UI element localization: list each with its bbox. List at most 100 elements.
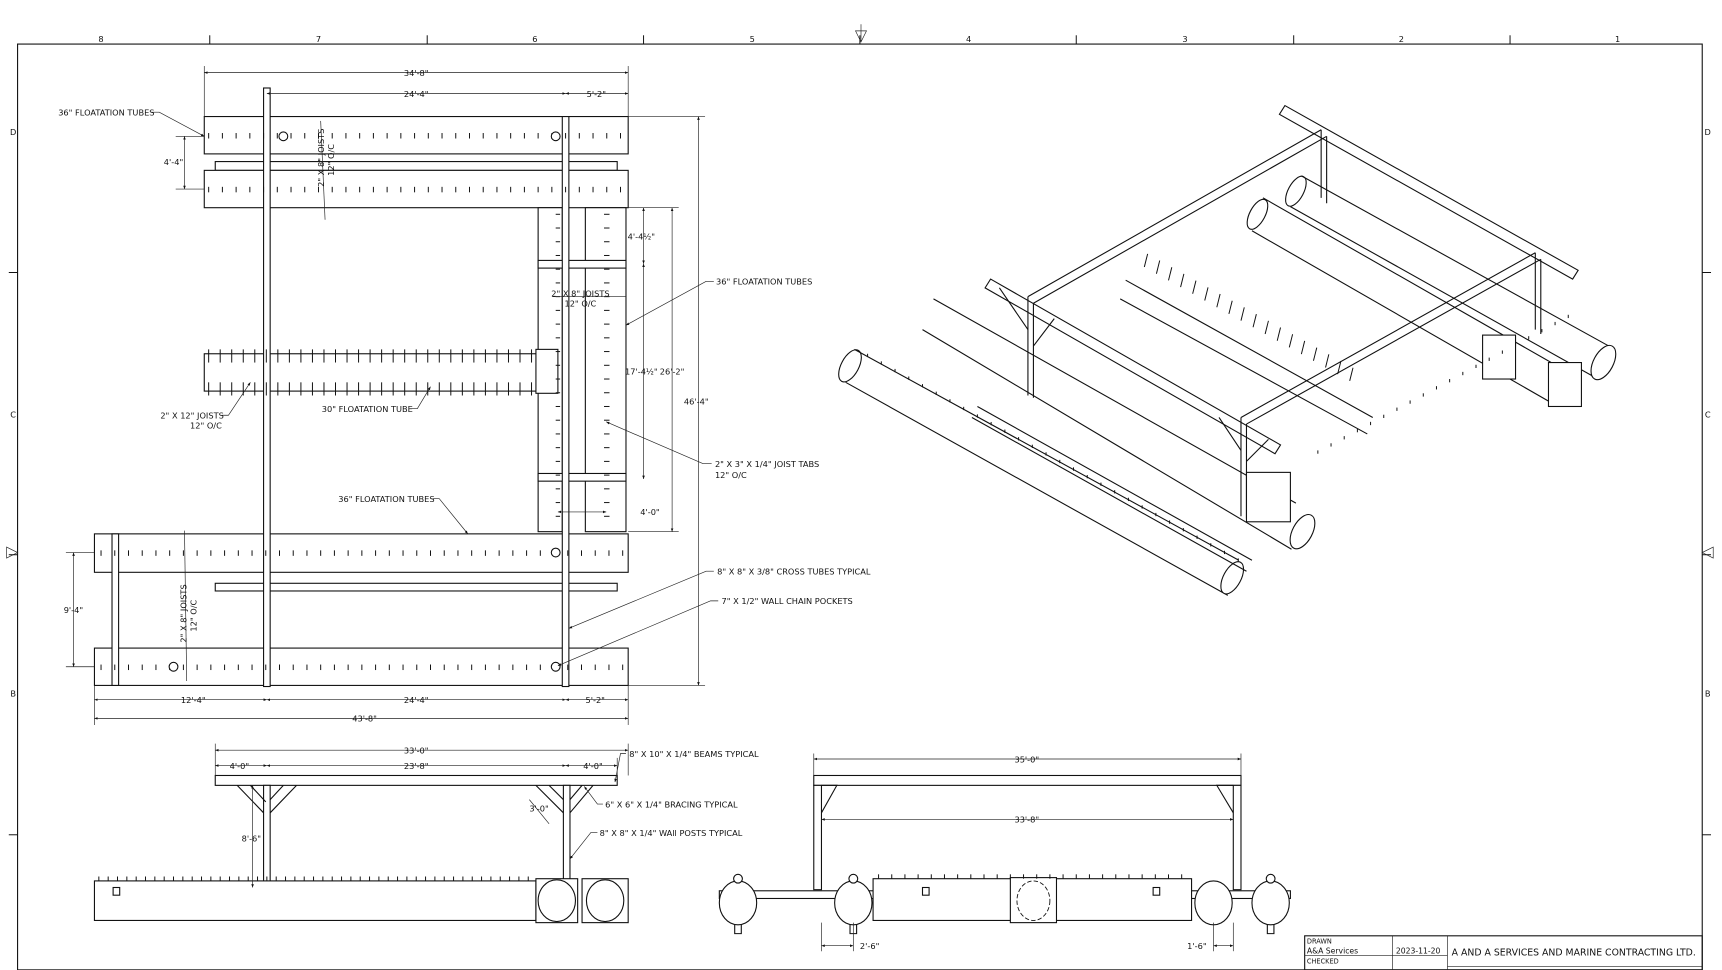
joist — [1325, 354, 1330, 368]
callout-label: 36" FLOATATION TUBES — [338, 494, 434, 504]
float-tube-right-2 — [584, 207, 627, 533]
cross-tube-end — [581, 878, 629, 924]
cross-tube-left — [111, 533, 120, 686]
drawn-label: DRAWN — [1307, 938, 1332, 946]
joist — [1300, 340, 1306, 355]
dim-label: 26'-2" — [660, 367, 685, 377]
joist — [1216, 293, 1221, 308]
zone-label: C — [10, 409, 16, 419]
joist — [1288, 334, 1294, 348]
dim-label: 4'-4" — [164, 157, 183, 167]
plan-view: 34'-8" 24'-4" 5'-2" 4'-4" 4'-4½" 17'-4½"… — [58, 66, 871, 725]
dim-label: 23'-8" — [404, 761, 429, 771]
zone-label: 1 — [1615, 34, 1620, 44]
joist — [1204, 287, 1209, 301]
callout-label: 12" O/C — [189, 600, 199, 632]
zone-label: 2 — [1399, 34, 1404, 44]
dim-label: 9'-4" — [64, 605, 83, 615]
company-name: A AND A SERVICES AND MARINE CONTRACTING … — [1452, 948, 1696, 959]
drawn-by: A&A Services — [1307, 946, 1358, 955]
cross-tube-1 — [263, 87, 271, 688]
dim-label: 1'-6" — [1187, 941, 1206, 951]
callout-label: 2" X 12" JOISTS — [160, 411, 224, 421]
chain-pocket-icon — [550, 547, 561, 558]
joist — [1155, 260, 1161, 274]
dim-label: 4'-4½" — [628, 232, 655, 242]
zone-label: C — [1705, 409, 1711, 419]
isometric-view — [838, 104, 1617, 596]
dim-label: 24'-4" — [404, 695, 429, 705]
zone-label: D — [10, 127, 16, 137]
callout-label: 2" X 8" JOISTS — [316, 129, 326, 187]
float-tube — [93, 880, 537, 921]
joist — [1276, 327, 1281, 341]
dim-label: 2'-6" — [860, 941, 879, 951]
float-tube-ends — [718, 873, 1290, 935]
callout-label: 36" FLOATATION TUBES — [716, 277, 812, 287]
zone-label: B — [10, 688, 16, 698]
dim-label: 3'-0" — [529, 804, 548, 814]
callout-label: 8" X 8" X 3/8" CROSS TUBES TYPICAL — [717, 567, 871, 577]
chain-pocket-icon — [168, 661, 179, 672]
joist — [1180, 273, 1185, 288]
joist — [1143, 253, 1149, 268]
zone-label: 3 — [1182, 34, 1187, 44]
zone-label: 8 — [98, 34, 103, 44]
dim-label: 33'-8" — [1014, 815, 1039, 825]
zone-label: D — [1705, 127, 1711, 137]
wall-post — [1232, 784, 1242, 891]
joist — [1312, 347, 1318, 361]
wall-post — [813, 784, 823, 891]
float-tube-30 — [203, 353, 539, 392]
zone-labels-top: 8 7 6 5 4 3 2 1 — [98, 34, 1620, 44]
callout-label: 7" X 1/2" WALL CHAIN POCKETS — [722, 596, 853, 606]
cross-plate-bottom — [214, 582, 618, 592]
end-elevation: 35'-0" 33'-8" 2'-6" 1'-6" — [718, 753, 1291, 952]
joist — [1168, 267, 1173, 281]
joist — [1192, 280, 1197, 294]
callout-label: 8" X 10" X 1/4" BEAMS TYPICAL — [629, 749, 759, 759]
dim-label: 33'-0" — [404, 746, 429, 756]
dim-label: 43'-8" — [352, 714, 377, 724]
joist — [1337, 360, 1342, 375]
zone-label: B — [1705, 688, 1711, 698]
cross-band — [537, 259, 627, 269]
dim-label: 5'-2" — [587, 89, 606, 99]
dim-label: 17'-4½" — [625, 367, 658, 377]
dim-label: 34'-8" — [404, 68, 429, 78]
joist — [1240, 307, 1245, 321]
callout-label: 12" O/C — [564, 299, 596, 309]
callout-label: 12" O/C — [326, 144, 336, 176]
dim-label: 12'-4" — [181, 695, 206, 705]
float-tube-end — [1009, 877, 1058, 924]
center-mark-icon — [854, 24, 868, 43]
cross-tube-2 — [561, 115, 570, 688]
chain-pocket-icon — [550, 131, 561, 142]
title-block: DRAWN A&A Services 2023-11-20 CHECKED A … — [1304, 935, 1703, 970]
side-elevation: 33'-0" 4'-0" 23'-8" 4'-0" 3'-0" 8'-6" 8"… — [93, 743, 759, 924]
zone-label: 6 — [532, 34, 537, 44]
dim-label: 4'-0" — [583, 761, 602, 771]
chain-pocket-icon — [278, 131, 289, 142]
callout-label: 2" X 3" X 1/4" JOIST TABS — [715, 459, 819, 469]
drawn-date: 2023-11-20 — [1396, 946, 1441, 955]
callout-label: 8" X 8" X 1/4" WAll POSTS TYPICAL — [600, 828, 743, 838]
chain-pocket-icon — [550, 661, 561, 672]
center-mark-icon — [6, 546, 19, 559]
callout-label: 12" O/C — [190, 420, 222, 430]
cross-plate-top — [214, 161, 618, 171]
joist — [1349, 367, 1354, 382]
dim-label: 4'-0" — [230, 761, 249, 771]
callout-label: 6" X 6" X 1/4" BRACING TYPICAL — [605, 799, 738, 809]
float-tube-bottom-1 — [93, 533, 629, 573]
joist — [1228, 300, 1233, 315]
dim-label: 35'-0" — [1014, 754, 1039, 764]
dim-label: 24'-4" — [404, 89, 429, 99]
zone-label: 7 — [316, 34, 321, 44]
zone-labels-side: D C B D C B — [10, 127, 1711, 698]
beam — [214, 774, 618, 786]
dim-label: 4'-0" — [640, 507, 659, 517]
beam — [813, 774, 1242, 786]
dim-label: 5'-2" — [585, 695, 604, 705]
